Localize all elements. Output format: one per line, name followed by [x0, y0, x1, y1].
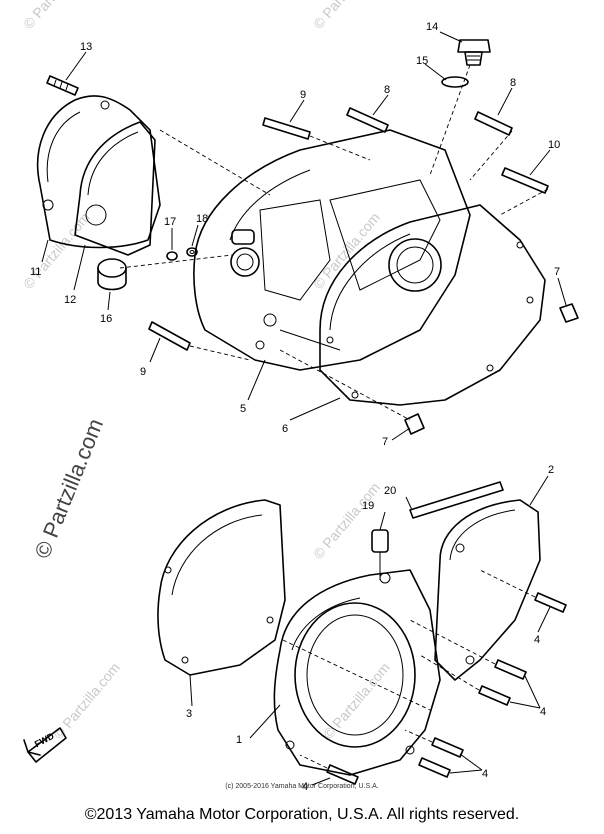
- part-5-crankcase-cover: [193, 129, 471, 371]
- callout-8: 8: [510, 77, 516, 89]
- small-credit: (c) 2005-2016 Yamaha Motor Corporation, …: [225, 783, 379, 790]
- callout-4: 4: [540, 706, 546, 718]
- callout-9: 9: [140, 366, 146, 378]
- upper-bolts: [119, 107, 549, 421]
- callout-19: 19: [362, 500, 374, 512]
- part-2-cover: [434, 499, 541, 681]
- watermark-tile: © Partzilla.com: [20, 0, 93, 32]
- callout-3: 3: [186, 708, 192, 720]
- part-3-gasket: [157, 499, 286, 676]
- callout-8: 8: [384, 84, 390, 96]
- callout-6: 6: [282, 423, 288, 435]
- part-1-clutch-cover: [273, 569, 441, 776]
- watermark-tile: © Partzilla.com: [20, 209, 93, 292]
- callout-20: 20: [384, 485, 396, 497]
- watermark-tile: © Partzilla.com: [310, 0, 383, 32]
- copyright-footer: ©2013 Yamaha Motor Corporation, U.S.A. A…: [84, 806, 520, 823]
- watermark-tiles: © Partzilla.com © Partzilla.com © Partzi…: [20, 0, 393, 742]
- callout-1: 1: [236, 734, 242, 746]
- fwd-arrow: [23, 727, 67, 763]
- callout-18: 18: [196, 213, 208, 225]
- part-6-gasket: [319, 204, 546, 406]
- callout-17: 17: [164, 216, 176, 228]
- part-17-18-washers: [166, 247, 198, 261]
- part-14-15-oil-cap: [429, 39, 491, 176]
- part-13-bolt: [46, 75, 79, 96]
- leader-lines: [41, 31, 567, 786]
- callout-7: 7: [554, 266, 560, 278]
- callout-13: 13: [80, 41, 92, 53]
- callout-5: 5: [240, 403, 246, 415]
- callout-4: 4: [302, 781, 308, 793]
- callout-4: 4: [534, 634, 540, 646]
- watermark-main: © Partzilla.com: [29, 415, 108, 562]
- part-16-plug: [97, 258, 127, 291]
- callout-14: 14: [426, 21, 438, 33]
- callouts: 1 2 3 4 4 4 4 5 6 7 7 8 8 9 9 10 11 12 1…: [30, 21, 560, 793]
- callout-12: 12: [64, 294, 76, 306]
- lower-bolts: [282, 569, 567, 785]
- callout-15: 15: [416, 55, 428, 67]
- callout-9: 9: [300, 89, 306, 101]
- part-11-left-cover: [36, 95, 161, 249]
- dowel-pins: [404, 303, 579, 435]
- callout-7: 7: [382, 436, 388, 448]
- watermark-tile: © Partzilla.com: [320, 659, 393, 742]
- part-12-gasket: [74, 121, 156, 256]
- callout-11: 11: [30, 266, 41, 278]
- callout-2: 2: [548, 464, 554, 476]
- callout-10: 10: [548, 139, 560, 151]
- callout-4: 4: [482, 768, 488, 780]
- callout-16: 16: [100, 313, 112, 325]
